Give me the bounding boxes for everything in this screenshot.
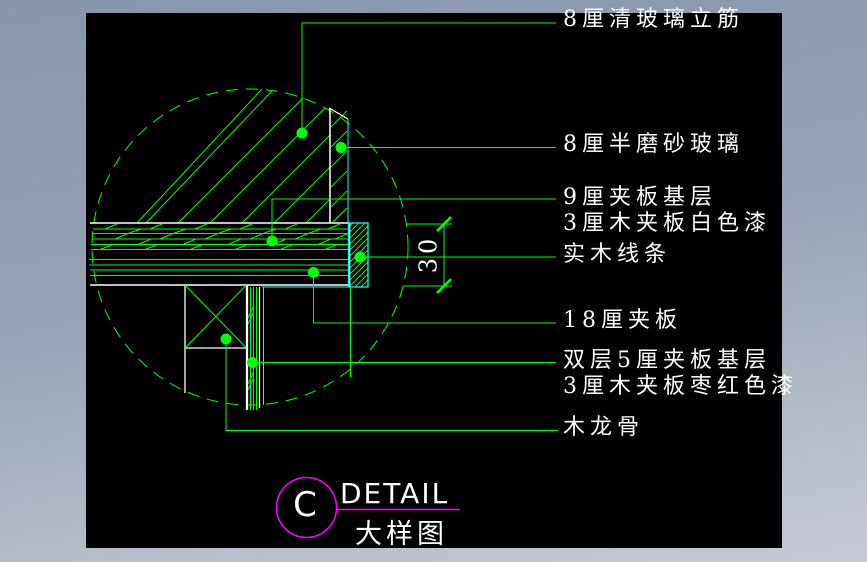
label-double-5mm-plywood-base: 双层5厘夹板基层 (563, 348, 771, 373)
label-clear-glass-rib: 8厘清玻璃立筋 (563, 7, 744, 32)
detail-ref-letter: C (293, 485, 317, 525)
sloped-glass-panel (136, 88, 273, 224)
leader-clear-glass-rib (301, 22, 556, 133)
label-9mm-plywood-base: 9厘夹板基层 (563, 185, 717, 210)
drawing-canvas[interactable] (86, 13, 782, 548)
label-solid-wood-trim: 实木线条 (563, 242, 672, 267)
leader-dots (220, 127, 366, 368)
label-frosted-glass: 8厘半磨砂玻璃 (563, 132, 744, 157)
detail-title-zh: 大样图 (355, 519, 448, 550)
shelf-section (89, 222, 368, 288)
dimension-30: 30 (403, 216, 452, 294)
label-3mm-plywood-red-paint: 3厘木夹板枣红色漆 (563, 374, 798, 399)
label-18mm-plywood: 18厘夹板 (563, 308, 682, 333)
dimension-value: 30 (415, 235, 443, 274)
glass-hatch (177, 97, 348, 224)
detail-title-en: DETAIL (340, 477, 450, 510)
detail-ref-circle (275, 476, 338, 539)
label-wood-keel: 木龙骨 (563, 415, 645, 440)
leader-9mm-plywood (271, 198, 556, 241)
lower-panel-section (246, 285, 264, 410)
leader-wood-keel (225, 339, 558, 431)
leader-18mm-plywood (313, 272, 556, 324)
keel-cross (184, 284, 247, 349)
title-block-graphics (275, 476, 460, 539)
vertical-glass-section (328, 107, 349, 223)
plywood-ticks (99, 223, 348, 250)
wood-keel-box (184, 284, 248, 410)
solid-wood-trim-block (347, 222, 369, 377)
label-3mm-plywood-white-paint: 3厘木夹板白色漆 (563, 211, 771, 236)
